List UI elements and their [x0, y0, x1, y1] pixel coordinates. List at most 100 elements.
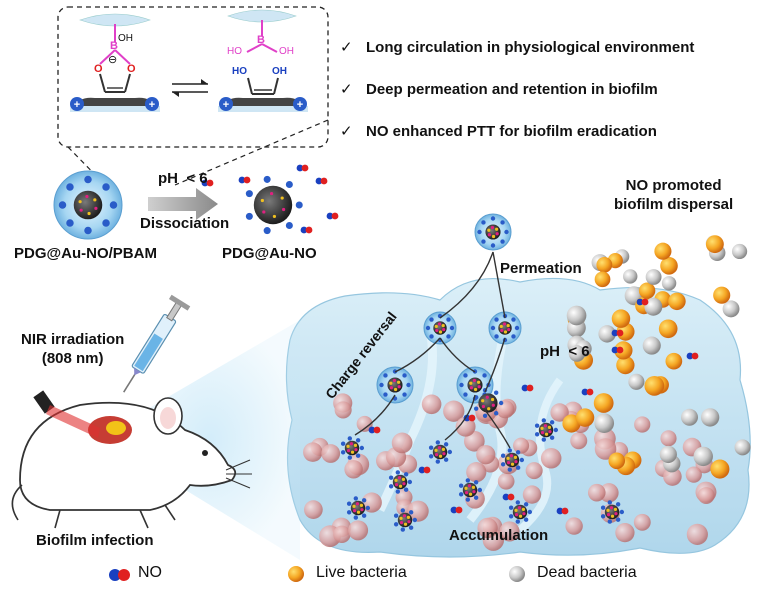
biofilm-bacterium [660, 430, 677, 447]
legend-label: Live bacteria [316, 564, 407, 581]
no-molecule [611, 329, 624, 337]
dead-bacterium [644, 297, 663, 316]
no-molecules-layer [201, 164, 699, 515]
biofilm-bacterium [499, 521, 520, 542]
biofilm-bacterium [321, 444, 341, 463]
chem-boron: B [110, 40, 118, 52]
dead-bacterium [568, 345, 586, 362]
chem-oh: OH [272, 66, 287, 77]
biofilm-bacterium [356, 415, 373, 432]
biofilm-bacterium [634, 416, 651, 433]
live-bacterium [658, 319, 678, 339]
dead-bacterium [693, 446, 713, 467]
no-molecule-icon [109, 569, 130, 581]
live-bacteria-icon [288, 566, 304, 582]
live-bacterium [638, 282, 656, 299]
particle-right-label: PDG@Au-NO [222, 245, 317, 262]
nanoparticle-pbam [53, 170, 123, 240]
chem-ho: HO [232, 66, 247, 77]
dead-bacterium [700, 408, 720, 427]
dispersed-bacterium [594, 271, 611, 288]
legend-label: NO [138, 564, 162, 581]
check-icon: ✓ [340, 123, 353, 140]
infection-label: Biofilm infection [36, 532, 154, 549]
no-molecule [296, 164, 309, 172]
nanoparticle [423, 311, 457, 345]
biofilm-bacterium [594, 438, 617, 460]
dissociation-arrow [148, 188, 218, 220]
nanoparticle [458, 478, 483, 502]
biofilm-bacterium [686, 523, 708, 545]
no-molecule [315, 177, 328, 185]
biofilm-bacterium [550, 403, 569, 422]
biofilm-bacterium [334, 401, 352, 419]
nanoparticle [346, 496, 371, 520]
biofilm-bacterium [348, 520, 369, 541]
svg-text:+: + [149, 99, 155, 111]
biofilm-bacterium [540, 447, 562, 469]
no-molecule [611, 346, 624, 354]
biofilm-bacterium [443, 400, 465, 422]
mouse-illustration [11, 390, 252, 529]
live-bacterium [644, 375, 665, 396]
nanoparticle [508, 500, 533, 524]
dead-bacterium [566, 305, 587, 326]
nanoparticle-charged [245, 175, 303, 235]
live-bacterium [616, 355, 635, 375]
no-molecule [463, 414, 476, 422]
nanoparticle [534, 418, 559, 442]
dispersed-bacterium [661, 276, 677, 291]
permeation-label: Permeation [500, 260, 582, 277]
biofilm-bacterium [697, 487, 715, 504]
legend: NO Live bacteria Dead bacteria [0, 560, 766, 588]
syringe-illustration [123, 294, 191, 393]
chemistry-inset [57, 6, 329, 191]
biofilm-bacterium [476, 445, 496, 465]
chem-oh: OH [279, 46, 294, 57]
zoom-beam [120, 320, 300, 560]
biofilm-bacterium [477, 517, 498, 539]
permeation-arrows [354, 251, 511, 449]
dead-bacterium [722, 300, 740, 318]
ph-arrow-label: pH < 6 [158, 170, 208, 187]
svg-text:+: + [297, 99, 303, 111]
biofilm-bacterium [587, 483, 606, 502]
dispersed-bacterium [623, 269, 638, 284]
live-bacterium [710, 459, 730, 479]
checklist-item: ✓Long circulation in physiological envir… [340, 39, 695, 56]
live-bacterium [608, 452, 626, 470]
biofilm-bacterium [344, 460, 363, 479]
svg-text:+: + [223, 99, 229, 111]
biofilm-bacterium [455, 416, 476, 437]
accumulation-label: Accumulation [449, 527, 549, 544]
nanoparticle [500, 448, 525, 472]
no-molecule [502, 493, 515, 501]
nanoparticle [473, 388, 504, 418]
biofilm-bacterium [513, 437, 530, 454]
svg-text:+: + [74, 99, 80, 111]
biofilm-bacterium [615, 523, 635, 543]
nanoparticle [376, 366, 414, 404]
biofilm-bacterium [303, 442, 323, 462]
live-bacterium [665, 352, 683, 370]
biofilm-bacterium [421, 394, 442, 415]
no-molecule [300, 226, 313, 234]
dispersal-label: NO promoted biofilm dispersal [614, 177, 734, 213]
biofilm-bacterium [525, 462, 543, 480]
no-molecule [581, 388, 594, 396]
biofilm-bacterium [466, 462, 487, 483]
dispersed-bacterium [596, 256, 613, 273]
nanoparticle [340, 436, 365, 460]
biofilm-bacterium [304, 500, 323, 520]
nanoparticle [600, 500, 625, 524]
biofilm-bacterium [565, 517, 583, 535]
biofilm-bacterium [570, 432, 588, 450]
chem-oxygen: O [94, 63, 103, 75]
nanoparticle [428, 440, 453, 464]
dispersed-bacterium [731, 243, 748, 260]
biofilm-bacterium [685, 466, 702, 483]
no-molecule [326, 212, 339, 220]
no-molecule [686, 352, 699, 360]
